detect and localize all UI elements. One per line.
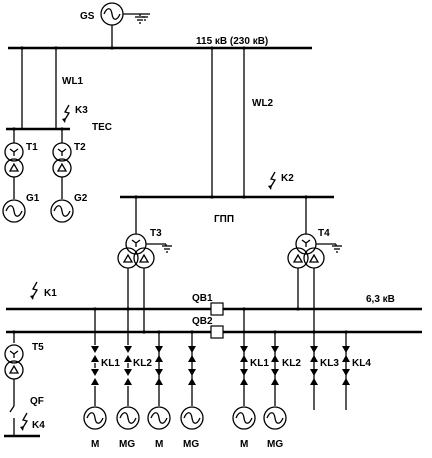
feeder-label: KL4	[352, 358, 371, 369]
motor-label: MG	[183, 439, 199, 450]
k1-label: K1	[44, 288, 57, 299]
t2-label: T2	[74, 142, 86, 153]
transformer-t4-icon	[288, 234, 324, 268]
t1-label: T1	[26, 142, 38, 153]
transformer-t5-icon	[5, 345, 23, 379]
hv-bus-label: 115 кВ (230 кВ)	[196, 36, 268, 47]
transformer-t1-icon	[5, 143, 23, 177]
grid-source	[101, 3, 151, 48]
motor-label: M	[155, 439, 163, 450]
fault-k4-icon	[19, 412, 28, 432]
k3-label: K3	[75, 105, 88, 116]
motor-label: MG	[119, 439, 135, 450]
gs-label: GS	[80, 11, 95, 22]
feeder-label: KL2	[282, 358, 301, 369]
breaker-qf	[9, 405, 15, 413]
feeder-kl2-left	[117, 309, 139, 429]
ground-icon	[331, 245, 343, 253]
feeder-motor-m2	[148, 330, 170, 429]
fault-k1-icon	[29, 281, 38, 301]
feeder-label: KL2	[133, 358, 152, 369]
qb2-label: QB2	[192, 316, 213, 327]
feeder-label: KL3	[320, 358, 339, 369]
coupler-qb2	[210, 325, 224, 339]
gpp-label: ГПП	[214, 214, 234, 225]
junction-dot	[242, 46, 246, 50]
junction-dot	[210, 46, 214, 50]
feeder-kl1-left	[84, 307, 106, 429]
generator-g1-icon	[3, 200, 25, 222]
feeder-label: KL1	[101, 358, 120, 369]
lv-bus-label: 6,3 кВ	[366, 294, 395, 305]
g1-label: G1	[26, 193, 40, 204]
g2-label: G2	[74, 193, 88, 204]
junction-dot	[20, 46, 24, 50]
feeder-kl2-right	[264, 330, 286, 429]
ground-icon	[134, 16, 146, 24]
feeder-motor-mg2	[181, 330, 203, 429]
junction-dot	[110, 46, 114, 50]
generator-g2-icon	[51, 200, 73, 222]
motor-label: M	[240, 439, 248, 450]
qf-label: QF	[30, 396, 44, 407]
tec-label: TEC	[92, 122, 112, 133]
wl2-label: WL2	[252, 98, 274, 109]
feeder-kl4	[342, 330, 350, 410]
wl1-label: WL1	[62, 76, 84, 87]
t5-label: T5	[32, 342, 44, 353]
junction-dot	[54, 46, 58, 50]
t3-label: T3	[150, 228, 162, 239]
motor-label: M	[91, 439, 99, 450]
feeder-kl3	[310, 332, 318, 410]
transformer-t2-icon	[53, 143, 71, 177]
fault-k3-icon	[61, 104, 70, 124]
fault-k2-icon	[267, 171, 276, 191]
k4-label: K4	[32, 420, 45, 431]
transformer-t3-icon	[118, 234, 154, 268]
k2-label: K2	[281, 173, 294, 184]
motor-label: MG	[267, 439, 283, 450]
feeder-label: KL1	[250, 358, 269, 369]
t4-label: T4	[318, 228, 330, 239]
qb1-label: QB1	[192, 293, 213, 304]
feeder-kl1-right	[233, 307, 255, 429]
coupler-qb1	[210, 302, 224, 316]
ground-icon	[161, 245, 173, 253]
